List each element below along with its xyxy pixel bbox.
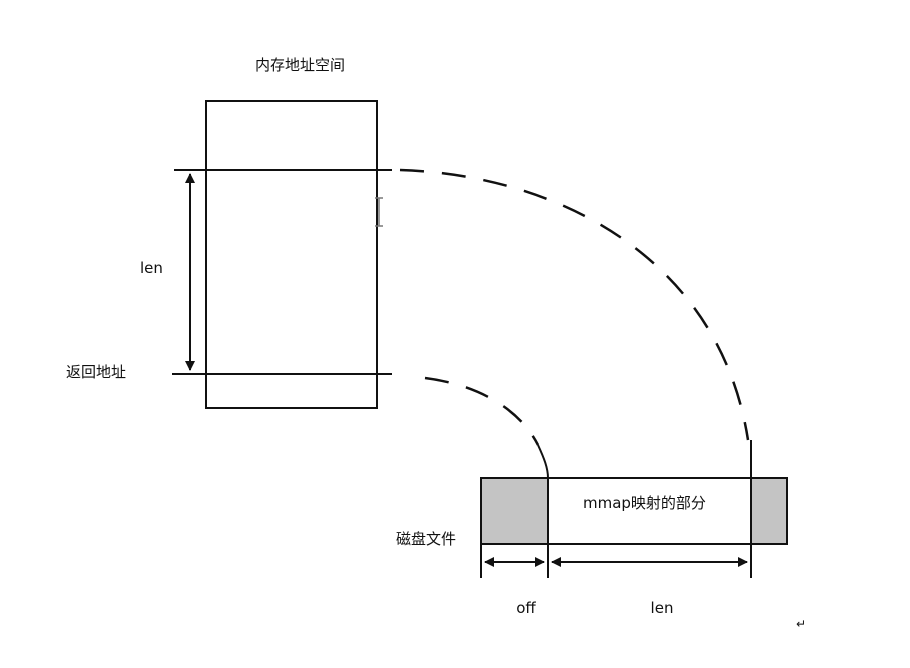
mapped-region-label: mmap映射的部分 — [583, 494, 706, 512]
disk-file-bar — [480, 477, 788, 545]
memory-address-space-box — [205, 100, 378, 409]
file-len-label: len — [651, 599, 674, 617]
trailing-region — [751, 478, 787, 544]
inner-mapping-curve — [424, 376, 540, 446]
disk-file-label: 磁盘文件 — [396, 530, 456, 548]
offset-region — [481, 478, 548, 544]
disk-file-outline — [480, 477, 788, 545]
off-label: off — [516, 599, 536, 617]
return-mark: ↵ — [796, 617, 806, 631]
outer-mapping-curve — [399, 168, 750, 441]
offset-boundary-line — [537, 444, 549, 578]
memory-address-space-title: 内存地址空间 — [255, 56, 345, 74]
text-cursor-icon — [375, 197, 383, 227]
return-address-label: 返回地址 — [66, 363, 126, 381]
mapped-region — [548, 478, 751, 544]
memory-len-label: len — [140, 259, 163, 277]
